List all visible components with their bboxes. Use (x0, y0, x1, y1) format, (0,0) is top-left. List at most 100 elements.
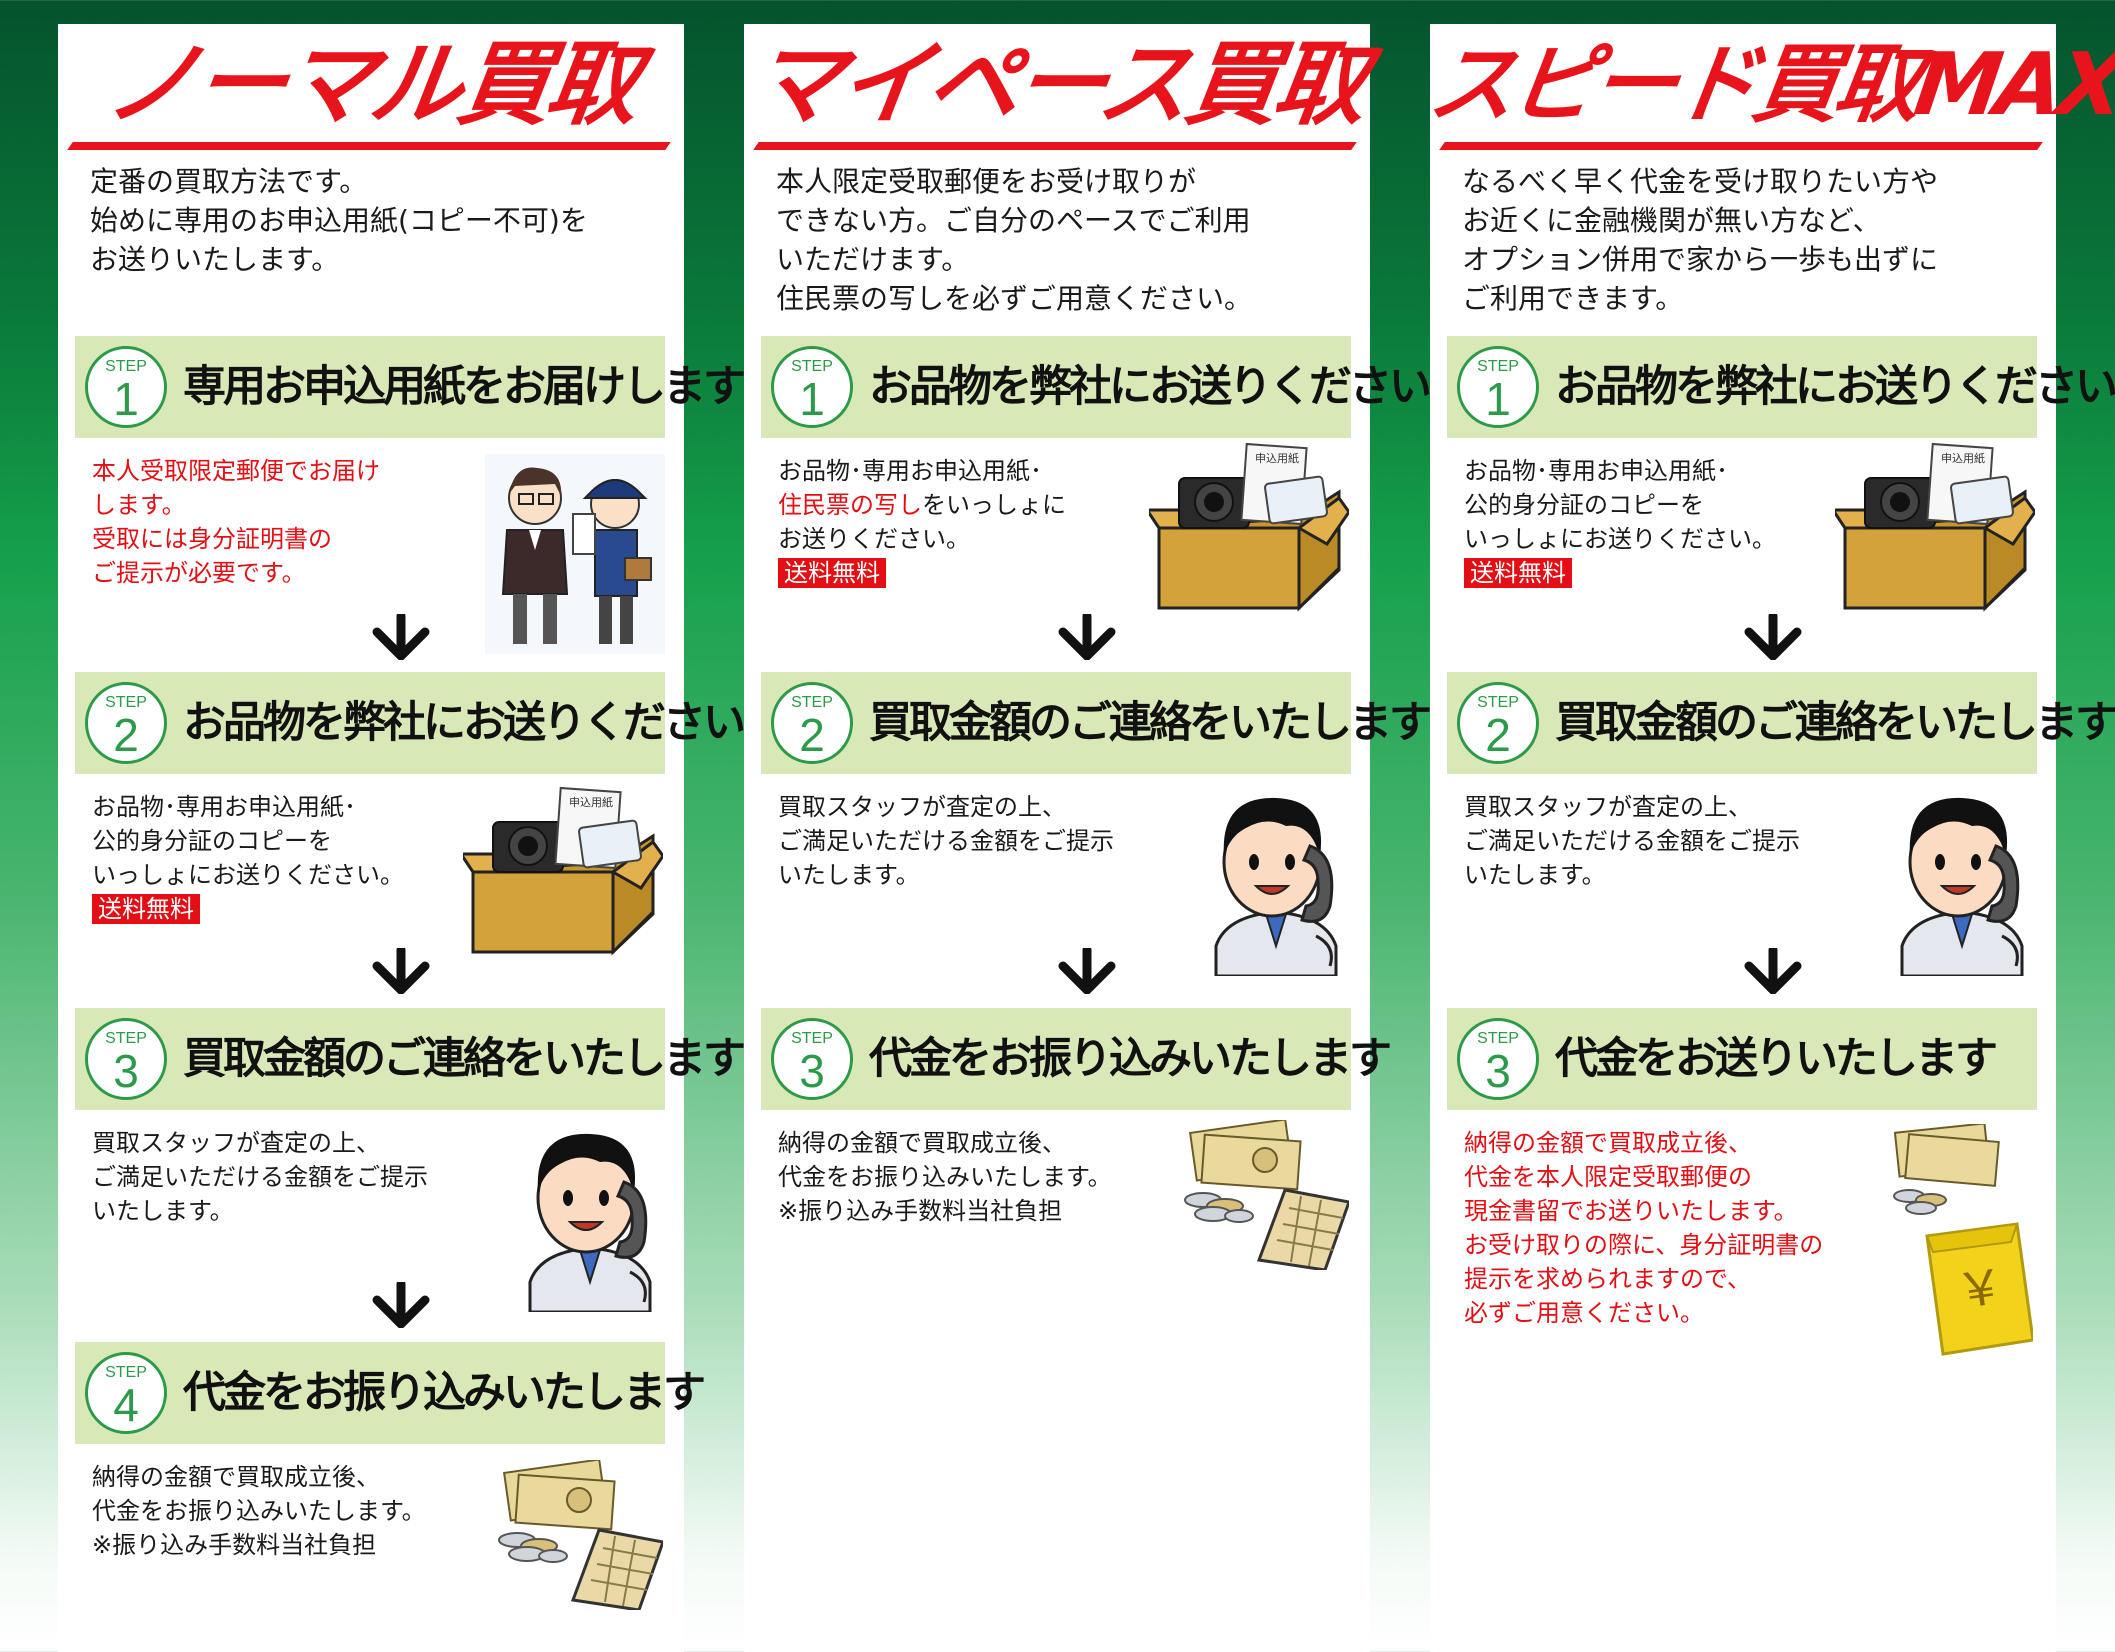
arrow-down-icon (1744, 614, 1802, 660)
description-line: 受取には身分証明書の (92, 525, 332, 553)
step-label: STEP (1477, 358, 1519, 375)
step-header: STEP 3 代金をお送りいたします (1447, 1008, 2037, 1110)
description-line: いたします。 (92, 1197, 234, 1225)
description-line: ご満足いただける金額をご提示 (1464, 827, 1800, 855)
description-line: お送りください。 (778, 525, 970, 553)
description-line: 提示を求められますので、 (1464, 1265, 1752, 1293)
step-number-badge: STEP 2 (771, 682, 853, 764)
step-title: お品物を弊社にお送りください (869, 362, 1432, 412)
step-label: STEP (105, 1030, 147, 1047)
step-card: STEP 3 代金をお送りいたします 納得の金額で買取成立後、 代金を本人限定受… (1447, 1008, 2037, 1356)
step-description: 買取スタッフが査定の上、 ご満足いただける金額をご提示 いたします。 (1464, 790, 1864, 892)
highlighted-requirement: 住民票の写し (778, 491, 922, 519)
step-card: STEP 4 代金をお振り込みいたします 納得の金額で買取成立後、 代金をお振り… (75, 1342, 706, 1610)
description-line: お品物･専用お申込用紙･ (1464, 457, 1728, 485)
step-header: STEP 3 買取金額のご連絡をいたします (75, 1008, 746, 1110)
step-number: 1 (799, 373, 825, 425)
description-line: いっしょにお送りください。 (1464, 525, 1776, 553)
step-title: 買取金額のご連絡をいたします (183, 1034, 746, 1084)
step-number: 3 (799, 1045, 825, 1097)
step-number: 4 (113, 1379, 139, 1431)
money-bankbook-illustration (1184, 1120, 1349, 1270)
description-line: いたします。 (1464, 861, 1606, 889)
step-description: お品物･専用お申込用紙･ 住民票の写しをいっしょに お送りください。 送料無料 (778, 454, 1178, 590)
step-title: お品物を弊社にお送りください (1555, 362, 2115, 412)
step-number-badge: STEP 4 (85, 1352, 167, 1434)
description-line: 必ずご用意ください。 (1464, 1299, 1704, 1327)
step-number-badge: STEP 3 (85, 1018, 167, 1100)
description-line: 代金をお振り込みいたします。 (778, 1163, 1112, 1191)
description-line: 代金を本人限定受取郵便の (1464, 1163, 1752, 1191)
form-label: 申込用紙 (1255, 451, 1299, 465)
step-label: STEP (791, 694, 833, 711)
description-line: 納得の金額で買取成立後、 (778, 1129, 1066, 1157)
step-header: STEP 1 専用お申込用紙をお届けします (75, 336, 746, 438)
title-underline (1439, 142, 2043, 150)
step-card: STEP 2 買取金額のご連絡をいたします 買取スタッフが査定の上、 ご満足いた… (761, 672, 1432, 976)
arrow-down-icon (1744, 948, 1802, 994)
step-number-badge: STEP 1 (771, 346, 853, 428)
description-line: ご満足いただける金額をご提示 (778, 827, 1114, 855)
cash-envelope-illustration: ￥ (1893, 1124, 2033, 1356)
step-number-badge: STEP 3 (1457, 1018, 1539, 1100)
step-label: STEP (1477, 694, 1519, 711)
free-shipping-badge: 送料無料 (1464, 558, 1572, 588)
description-line: 代金をお振り込みいたします。 (92, 1497, 426, 1525)
step-header: STEP 3 代金をお振り込みいたします (761, 1008, 1392, 1110)
description-line: 納得の金額で買取成立後、 (1464, 1129, 1752, 1157)
step-number: 2 (1485, 709, 1511, 761)
step-title: お品物を弊社にお送りください (183, 698, 746, 748)
plan-title: ノーマル買取 (99, 31, 643, 138)
arrow-down-icon (1058, 614, 1116, 660)
description-line: 本人受取限定郵便でお届け (92, 457, 380, 485)
free-shipping-badge: 送料無料 (92, 894, 200, 924)
step-description: 本人受取限定郵便でお届け します。 受取には身分証明書の ご提示が必要です。 (92, 454, 492, 590)
step-header: STEP 2 買取金額のご連絡をいたします (1447, 672, 2115, 774)
step-number: 1 (1485, 373, 1511, 425)
step-card: STEP 2 買取金額のご連絡をいたします 買取スタッフが査定の上、 ご満足いた… (1447, 672, 2115, 976)
step-header: STEP 4 代金をお振り込みいたします (75, 1342, 706, 1444)
plan-intro: 定番の買取方法です。 始めに専用のお申込用紙(コピー不可)を お送りいたします。 (90, 165, 588, 276)
step-description: お品物･専用お申込用紙･ 公的身分証のコピーを いっしょにお送りください。 送料… (1464, 454, 1864, 590)
form-label: 申込用紙 (569, 795, 613, 809)
description-line: お品物･専用お申込用紙･ (92, 793, 356, 821)
description-line: 買取スタッフが査定の上、 (1464, 793, 1752, 821)
step-header: STEP 1 お品物を弊社にお送りください (1447, 336, 2115, 438)
step-description: 納得の金額で買取成立後、 代金をお振り込みいたします。 ※振り込み手数料当社負担 (778, 1126, 1178, 1228)
description-line: 納得の金額で買取成立後、 (92, 1463, 380, 1491)
form-label: 申込用紙 (1941, 451, 1985, 465)
step-card: STEP 1 お品物を弊社にお送りください お品物･専用お申込用紙･ 住民票の写… (761, 336, 1432, 612)
free-shipping-badge: 送料無料 (778, 558, 886, 588)
staff-phone-illustration (528, 1133, 652, 1312)
step-card: STEP 1 専用お申込用紙をお届けします 本人受取限定郵便でお届け します。 … (75, 336, 746, 654)
arrow-down-icon (372, 1282, 430, 1328)
step-card: STEP 2 お品物を弊社にお送りください お品物･専用お申込用紙･ 公的身分証… (75, 672, 746, 956)
title-underline (753, 142, 1357, 150)
step-card: STEP 3 買取金額のご連絡をいたします 買取スタッフが査定の上、 ご満足いた… (75, 1008, 746, 1312)
description-line: ※振り込み手数料当社負担 (92, 1531, 377, 1559)
step-description: 納得の金額で買取成立後、 代金を本人限定受取郵便の 現金書留でお送りいたします。… (1464, 1126, 1864, 1330)
step-number: 2 (799, 709, 825, 761)
step-description: 買取スタッフが査定の上、 ご満足いただける金額をご提示 いたします。 (778, 790, 1178, 892)
step-description: 買取スタッフが査定の上、 ご満足いただける金額をご提示 いたします。 (92, 1126, 492, 1228)
description-line: 買取スタッフが査定の上、 (778, 793, 1066, 821)
shipping-box-illustration: 申込用紙 (463, 786, 663, 956)
step-number-badge: STEP 1 (1457, 346, 1539, 428)
title-underline (67, 142, 671, 150)
arrow-down-icon (372, 614, 430, 660)
description-line: します。 (92, 491, 186, 519)
description-line: 現金書留でお送りいたします。 (1464, 1197, 1798, 1225)
step-label: STEP (791, 358, 833, 375)
step-title: 専用お申込用紙をお届けします (183, 362, 746, 412)
step-number-badge: STEP 2 (85, 682, 167, 764)
arrow-down-icon (372, 948, 430, 994)
step-label: STEP (1477, 1030, 1519, 1047)
step-number: 2 (113, 709, 139, 761)
arrow-down-icon (1058, 948, 1116, 994)
description-line: お受け取りの際に、身分証明書の (1464, 1231, 1824, 1259)
step-header: STEP 2 お品物を弊社にお送りください (75, 672, 746, 774)
step-title: 代金をお振り込みいたします (183, 1368, 706, 1418)
step-number: 3 (113, 1045, 139, 1097)
step-header: STEP 1 お品物を弊社にお送りください (761, 336, 1432, 438)
plan-title: スピード買取MAX (1422, 35, 2115, 135)
